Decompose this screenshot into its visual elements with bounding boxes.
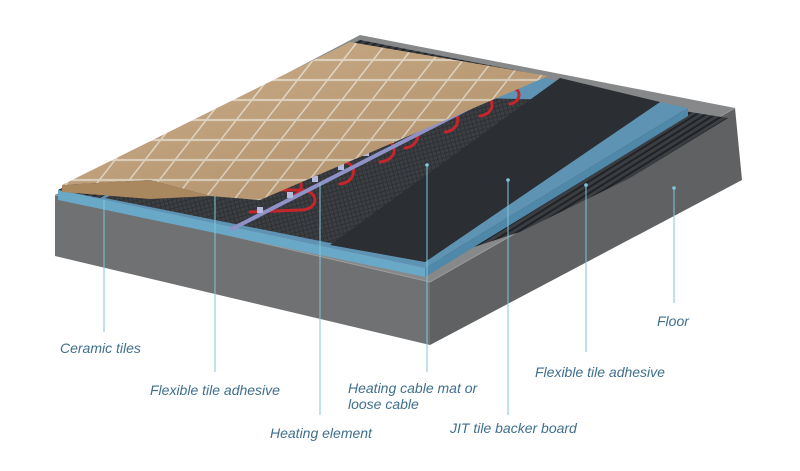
floor-slab-front <box>55 195 430 345</box>
dark-adhesive-band <box>330 78 660 262</box>
backer-board-front <box>58 190 425 277</box>
label-flexible-tile-adhesive-left: Flexible tile adhesive <box>150 382 280 398</box>
cable-clip <box>257 207 263 213</box>
label-ceramic-tiles: Ceramic tiles <box>60 340 141 356</box>
label-flexible-tile-adhesive-right: Flexible tile adhesive <box>535 364 665 380</box>
leader-dot <box>584 183 588 187</box>
leader-dots <box>425 163 676 190</box>
label-heating-cable-mat-line1: Heating cable mat or <box>348 380 478 396</box>
label-heating-cable-mat-line2: loose cable <box>348 396 419 412</box>
label-jit-backer-board: JIT tile backer board <box>450 420 577 436</box>
ceramic-tiles-layer <box>62 42 548 200</box>
leader-dot <box>425 163 429 167</box>
label-heating-element: Heating element <box>270 425 372 441</box>
backer-board-side <box>425 108 688 277</box>
cable-clip <box>287 192 293 198</box>
label-heating-cable-mat: Heating cable mat or loose cable <box>348 380 477 412</box>
label-floor: Floor <box>657 313 689 329</box>
leader-lines <box>103 165 675 415</box>
cable-clip <box>338 164 344 170</box>
ceramic-tiles-shade <box>62 42 548 200</box>
leader-dot <box>506 178 510 182</box>
leader-dot <box>672 186 676 190</box>
ceramic-tiles-edge <box>62 180 210 199</box>
cable-clip <box>312 176 318 182</box>
